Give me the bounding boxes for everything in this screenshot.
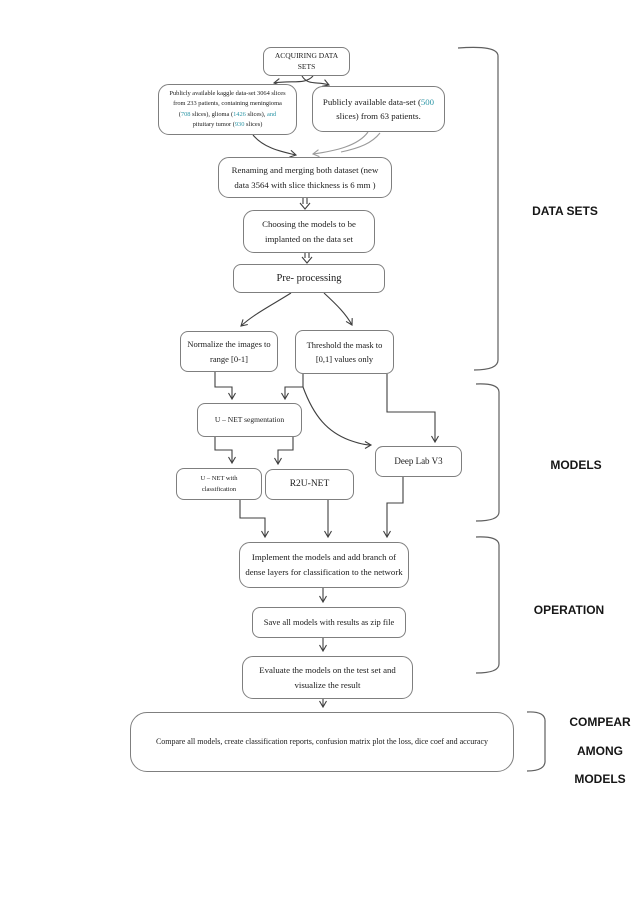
arrow-public500-to-renaming <box>311 131 369 158</box>
arrow-normalize-to-unetseg <box>214 372 236 401</box>
arrow-unetclass-to-implement <box>239 500 269 539</box>
arrow-threshold-to-deeplab <box>386 374 439 444</box>
node-choosing-models: Choosing the models to be implanted on t… <box>243 210 375 253</box>
arrow-choosing-to-preprocessing <box>301 253 313 264</box>
node-normalize-images: Normalize the images to range [0-1] <box>180 331 278 372</box>
bracket-models <box>475 383 500 522</box>
bracket-operation <box>475 536 500 674</box>
arrow-kaggle-to-renaming <box>252 134 298 158</box>
arrow-acquiring-to-public500 <box>301 75 331 87</box>
node-kaggle-dataset: Publicly available kaggle data-set 3064 … <box>158 84 297 135</box>
bracket-compare <box>526 711 546 772</box>
group-label-operation: OPERATION <box>533 603 605 617</box>
arrow-curve-to-deeplab <box>302 386 373 449</box>
arrow-acquiring-to-kaggle <box>272 75 314 86</box>
group-label-compare-line2: AMONG <box>577 744 623 758</box>
node-evaluate-models: Evaluate the models on the test set and … <box>242 656 413 699</box>
arrow-preprocessing-to-normalize <box>240 292 292 327</box>
arrow-preprocessing-to-threshold <box>323 292 353 326</box>
node-save-models: Save all models with results as zip file <box>252 607 406 638</box>
group-label-compare-line3: MODELS <box>574 772 626 786</box>
node-unet-segmentation: U – NET segmentation <box>197 403 302 437</box>
arrow-deeplab-to-implement <box>383 477 404 539</box>
node-pre-processing: Pre- processing <box>233 264 385 293</box>
arrow-threshold-to-unetseg <box>281 374 304 401</box>
arrow-unetseg-to-unetclass <box>214 437 236 465</box>
arrow-public500-to-renaming-echo <box>340 132 381 153</box>
arrow-renaming-to-choosing <box>299 198 311 210</box>
node-implement-models: Implement the models and add branch of d… <box>239 542 409 588</box>
group-label-datasets: DATA SETS <box>532 204 598 218</box>
node-compare-models: Compare all models, create classificatio… <box>130 712 514 772</box>
node-r2u-net: R2U-NET <box>265 469 354 500</box>
node-renaming-merging: Renaming and merging both dataset (new d… <box>218 157 392 198</box>
bracket-datasets <box>457 46 499 371</box>
group-label-models: MODELS <box>550 458 602 472</box>
group-label-compare-line1: COMPEAR <box>569 715 631 729</box>
node-threshold-mask: Threshold the mask to [0,1] values only <box>295 330 394 374</box>
node-deeplab-v3: Deep Lab V3 <box>375 446 462 477</box>
node-public-dataset-500: Publicly available data-set (500 slices)… <box>312 86 445 132</box>
arrow-unetseg-to-r2unet <box>274 437 294 466</box>
